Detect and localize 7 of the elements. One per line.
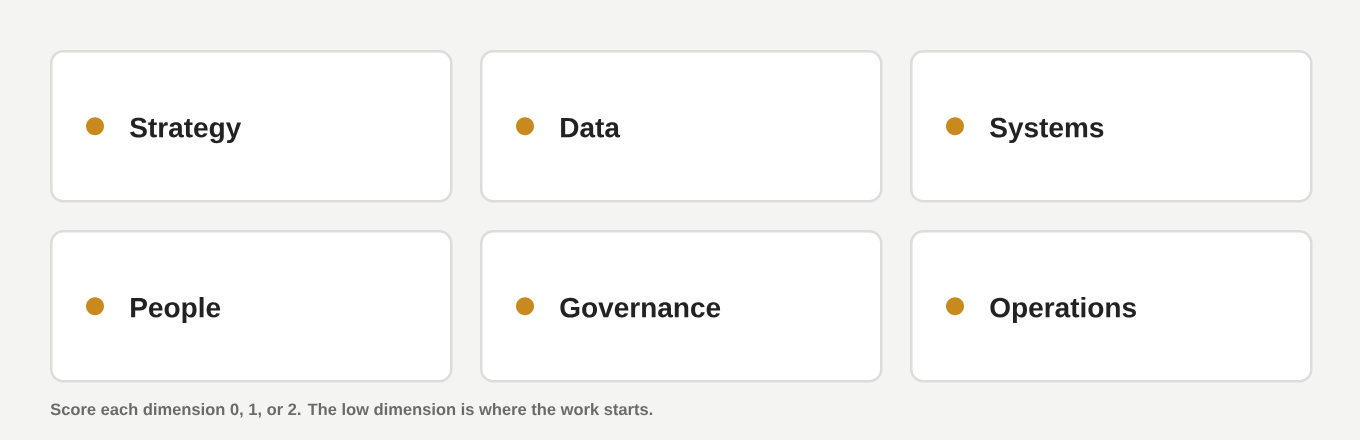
category-box: Governance xyxy=(480,230,883,383)
caption: Score each dimension 0, 1, or 2. The low dimension is where the work starts. xyxy=(50,403,653,418)
category-box: Data xyxy=(480,50,883,203)
category-box: Operations xyxy=(910,230,1313,383)
category-box: Systems xyxy=(910,50,1313,203)
category-box: Strategy xyxy=(50,50,453,203)
category-box: People xyxy=(50,230,453,383)
